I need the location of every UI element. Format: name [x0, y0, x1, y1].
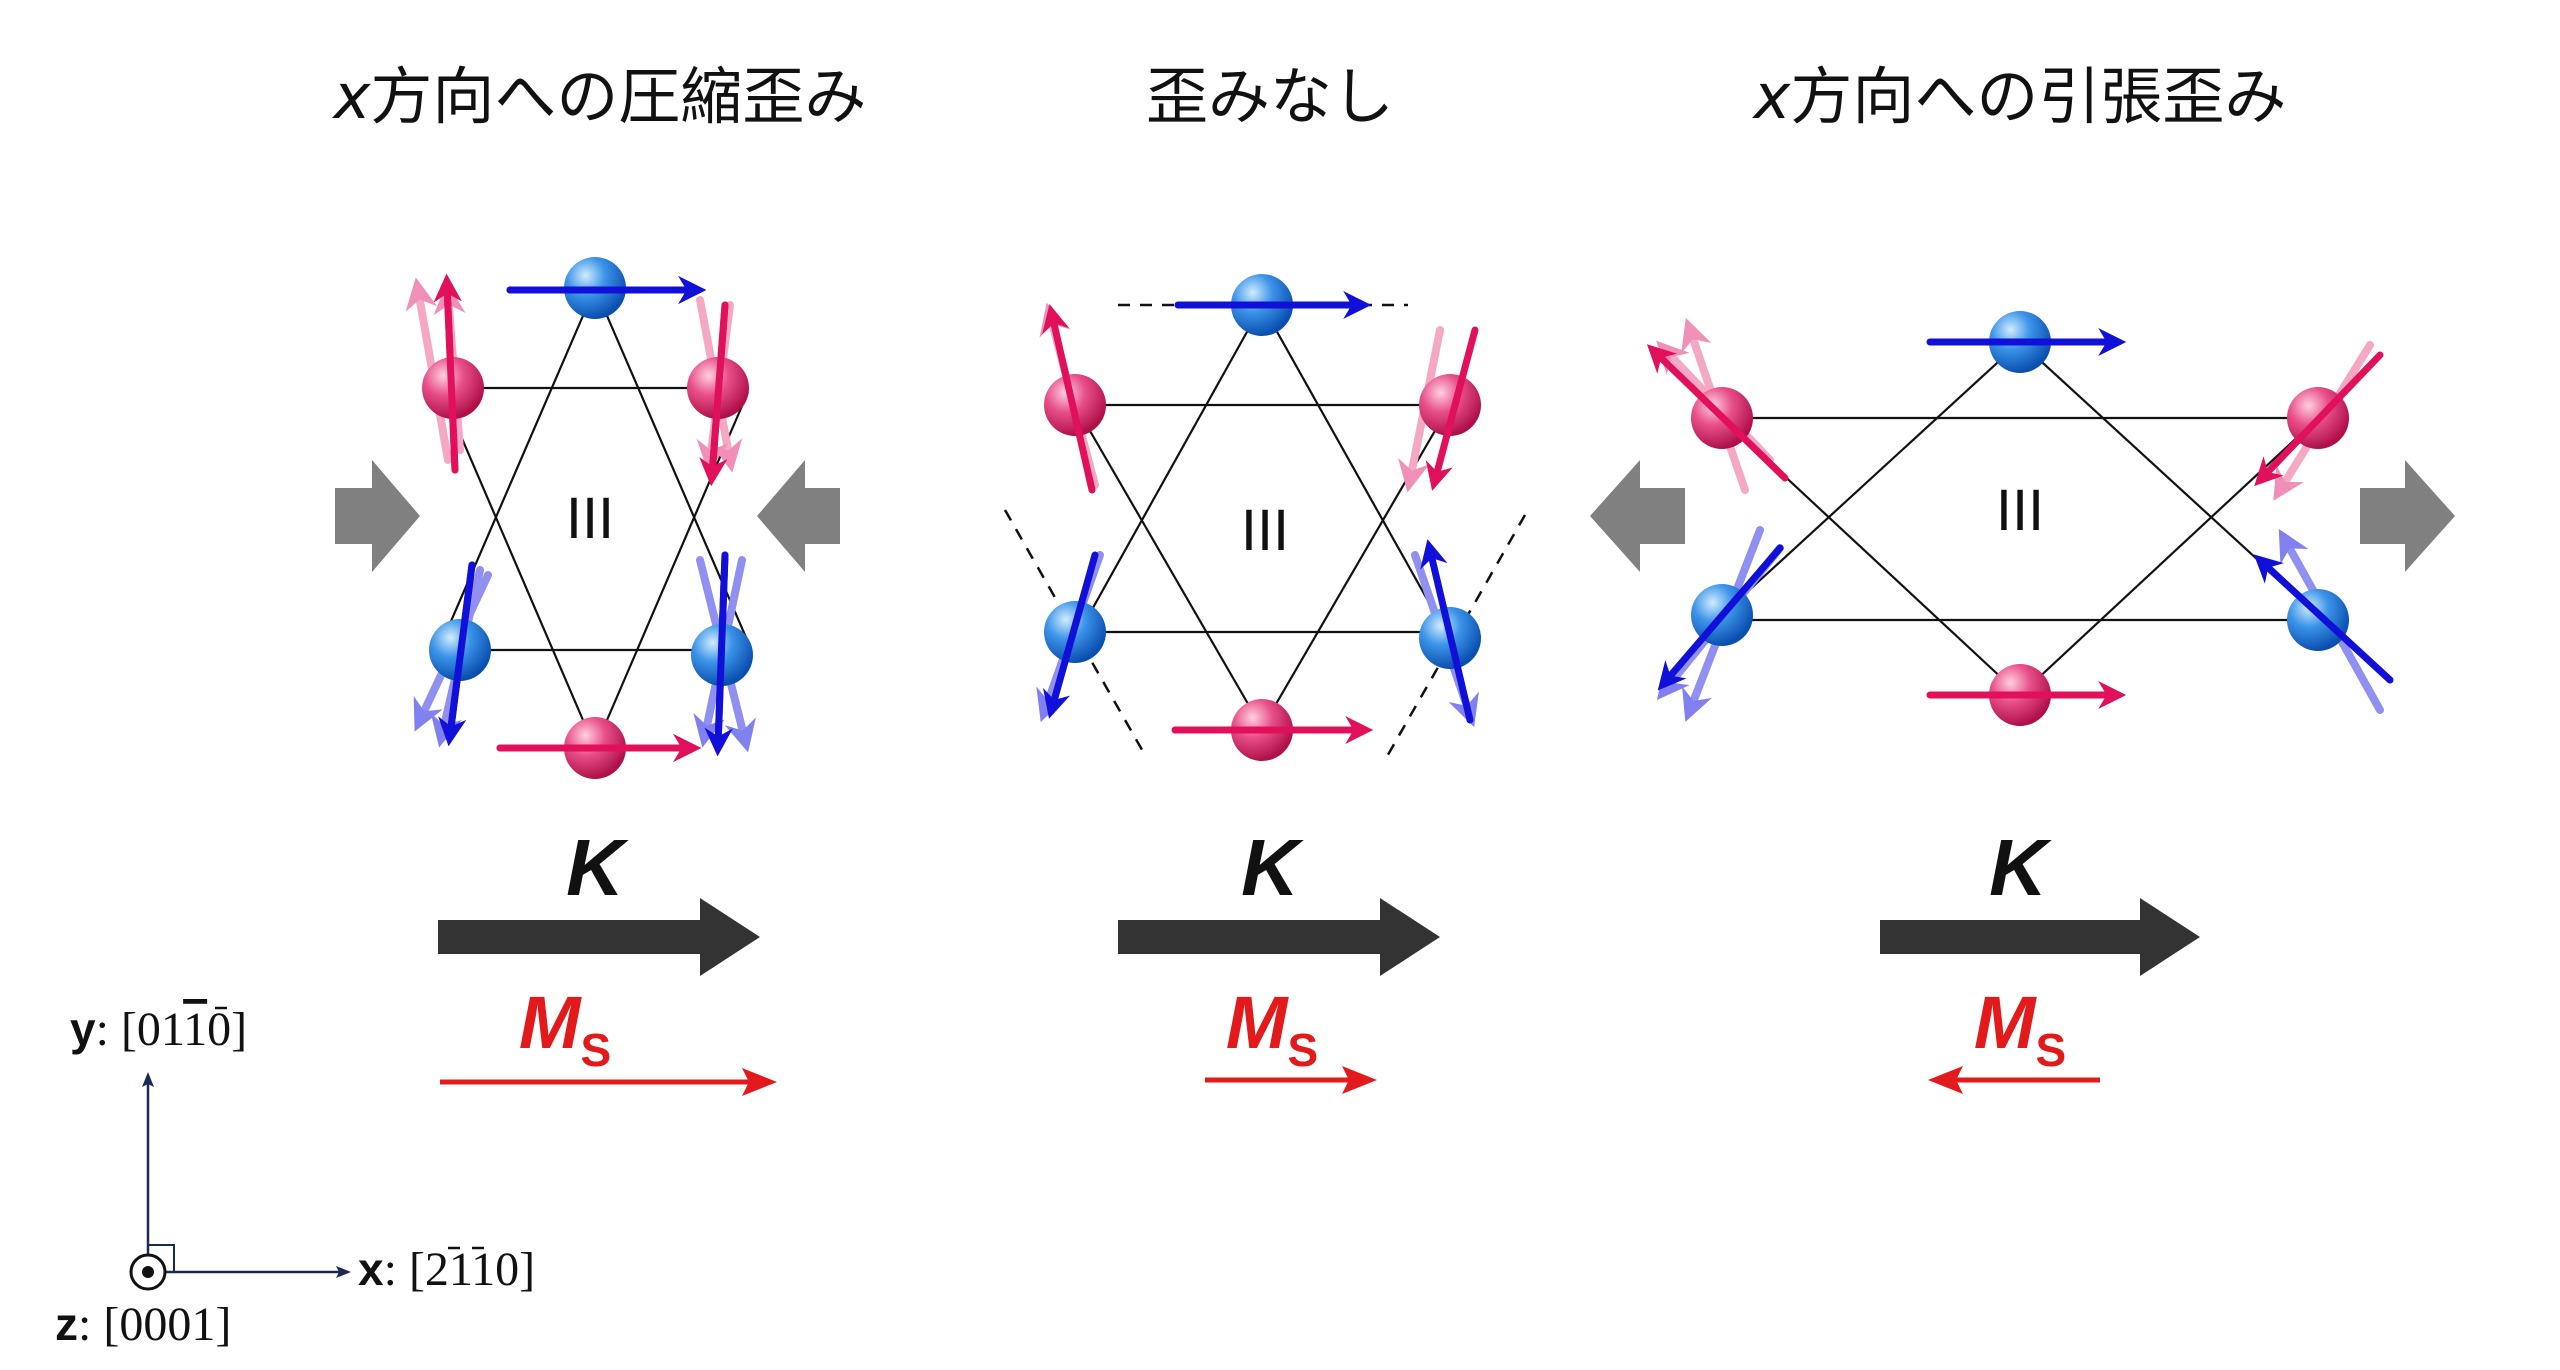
k-label: K: [1241, 823, 1304, 912]
crystal-axes: y: [0110] x: [2110] z: [0001]: [55, 1003, 535, 1351]
x-axis-label: x: [2110]: [358, 1243, 535, 1296]
z-axis-label: z: [0001]: [55, 1298, 231, 1351]
spin-arrow-lower-right: [1420, 539, 1474, 724]
strain-arrow-left: [1590, 460, 1685, 572]
k-label: K: [566, 823, 629, 912]
k-arrow: [1880, 898, 2200, 976]
kagome-panel-tensile: III K MS: [1590, 311, 2455, 1094]
spin-arrow-lower-left: [1043, 551, 1099, 719]
spin-arrows: [1646, 328, 2394, 709]
kagome-panel-compressive: III: [335, 257, 840, 1096]
k-label: K: [1989, 823, 2052, 912]
ms-label: MS: [1226, 981, 1318, 1076]
strain-arrow-left: [335, 460, 420, 572]
title-tensile: x方向への引張歪み: [1752, 60, 2287, 133]
ms-label: MS: [1974, 981, 2066, 1076]
title-compressive: x方向への圧縮歪み: [332, 60, 867, 133]
label-roman-three: III: [1996, 478, 2044, 543]
spin-arrow-upper-left: [1042, 304, 1096, 494]
kagome-panel-no-strain: III K MS: [1003, 274, 1527, 1094]
atom-pink: [1419, 374, 1481, 436]
spin-arrow-upper-right: [2254, 351, 2384, 487]
label-roman-three: III: [1241, 498, 1289, 563]
y-axis-label: y: [0110]: [70, 1003, 247, 1056]
spin-arrow-lower-right: [2253, 554, 2394, 684]
ms-label: MS: [519, 981, 611, 1076]
spin-arrows: [1042, 291, 1479, 744]
spin-arrow-lower-left: [1657, 544, 1784, 691]
strain-arrow-right: [2360, 460, 2455, 572]
title-no-strain: 歪みなし: [1146, 60, 1394, 133]
label-roman-three: III: [566, 486, 614, 551]
spin-arrow-upper-right: [1425, 326, 1479, 491]
k-arrow: [438, 898, 760, 976]
k-arrow: [1118, 898, 1440, 976]
strain-arrow-right: [757, 460, 840, 572]
spin-arrow-upper-left: [1646, 344, 1789, 482]
atom-blue: [2287, 589, 2349, 651]
